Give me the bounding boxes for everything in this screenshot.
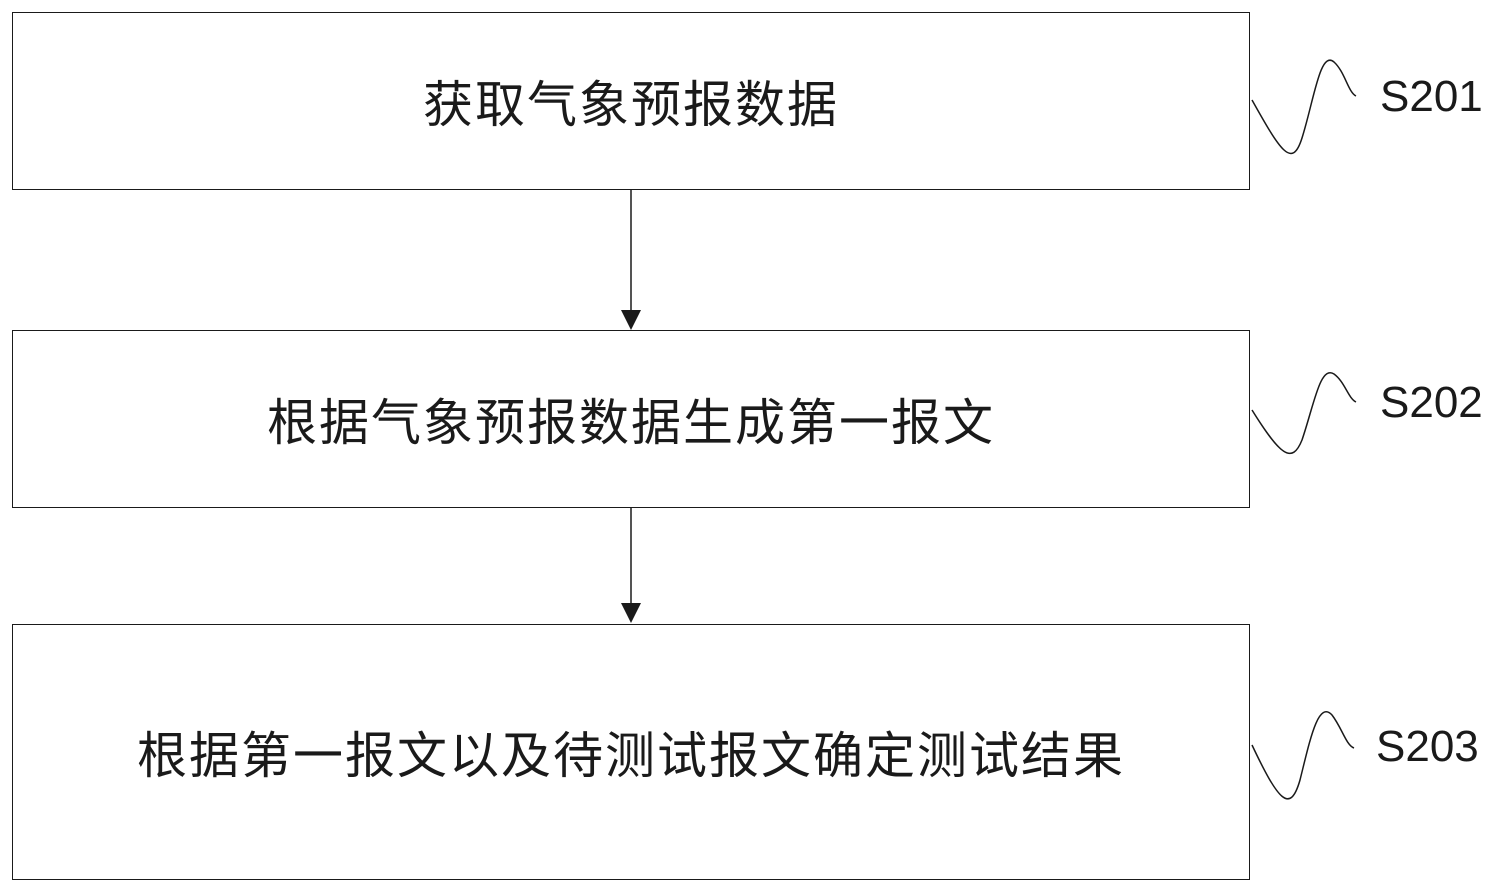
leader-wave-s202 [1251,371,1357,454]
leader-wave-s203 [1251,711,1355,800]
step-label-s202: S202 [1380,378,1483,427]
step-text-s201: 获取气象预报数据 [423,76,839,134]
step-text-s203: 根据第一报文以及待测试报文确定测试结果 [137,727,1125,785]
step-box-s202: 根据气象预报数据生成第一报文 [12,330,1250,508]
step-text-s202: 根据气象预报数据生成第一报文 [267,394,995,452]
step-box-s201: 获取气象预报数据 [12,12,1250,190]
step-box-s203: 根据第一报文以及待测试报文确定测试结果 [12,624,1250,880]
arrowhead-2 [621,603,641,623]
step-label-s203: S203 [1376,722,1479,771]
step-label-s201: S201 [1380,72,1483,121]
arrowhead-1 [621,310,641,330]
leader-wave-s201 [1251,59,1357,155]
